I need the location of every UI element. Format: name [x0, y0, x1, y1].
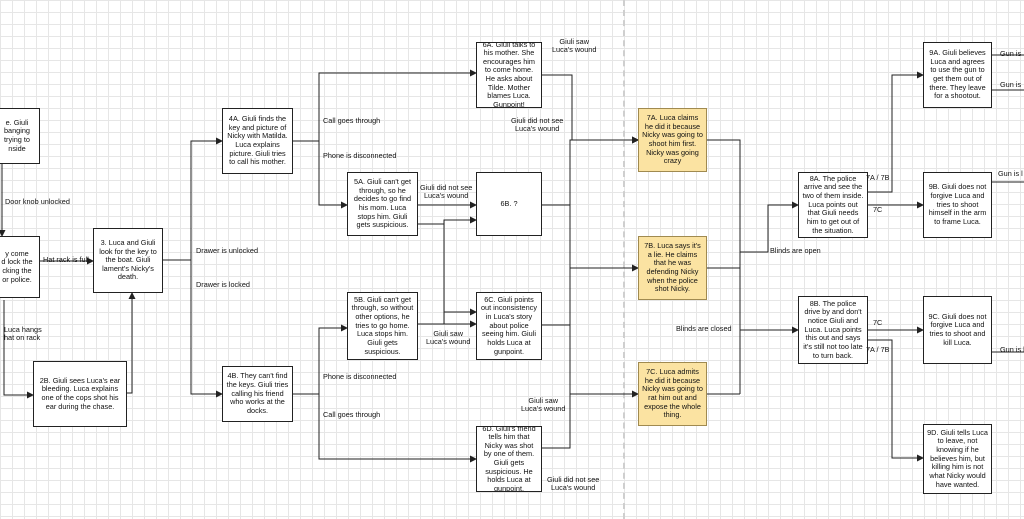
label-saw-wound-mid: Giuli saw Luca's wound [426, 329, 471, 347]
label-call-goes-through-bottom: Call goes through [323, 410, 381, 419]
edge-2b-3 [127, 292, 136, 394]
node-7a[interactable]: 7A. Luca claims he did it because Nicky … [638, 108, 707, 172]
label-phone-disconnected-top: Phone is disconnected [323, 151, 397, 160]
label-7a7b-top: 7A / 7B [866, 173, 890, 182]
node-9d[interactable]: 9D. Giuli tells Luca to leave, not knowi… [923, 424, 992, 494]
label-hat-rack-full: Hat rack is full [43, 255, 89, 264]
label-not-see-wound-2: Giuli did not see Luca's wound [420, 183, 473, 201]
edge-7a-bus [707, 139, 741, 394]
label-drawer-locked: Drawer is locked [196, 280, 250, 289]
edge-4a-5a [293, 140, 348, 209]
edge-open-8a [740, 201, 799, 253]
label-saw-wound-low: Giuli saw Luca's wound [521, 396, 566, 414]
label-call-goes-through-top: Call goes through [323, 116, 381, 125]
node-7c[interactable]: 7C. Luca admits he did it because Nicky … [638, 362, 707, 426]
label-drawer-unlocked: Drawer is unlocked [196, 246, 259, 255]
node-7b[interactable]: 7B. Luca says it's a lie. He claims that… [638, 236, 707, 300]
label-7c-bottom: 7C [873, 318, 883, 327]
node-6a[interactable]: 6A. Giuli talks to his mother. She encou… [476, 42, 542, 108]
node-5a[interactable]: 5A. Giuli can't get through, so he decid… [347, 172, 418, 236]
edge-1b-2b [3, 300, 34, 399]
label-not-see-wound-1: Giuli did not see Luca's wound [511, 116, 564, 134]
edge-5b-6b [418, 216, 477, 325]
node-6d[interactable]: 6D. Giuli's friend tells him that Nicky … [476, 426, 542, 492]
page-divider [623, 0, 625, 519]
label-gun-1: Gun is [1000, 49, 1022, 58]
label-7c-top: 7C [873, 205, 883, 214]
node-8a[interactable]: 8A. The police arrive and see the two of… [798, 172, 868, 238]
node-8b[interactable]: 8B. The police drive by and don't notice… [798, 296, 868, 364]
node-6c[interactable]: 6C. Giuli points out inconsistency in Lu… [476, 292, 542, 360]
node-2b[interactable]: 2B. Giuli sees Luca's ear bleeding. Luca… [33, 361, 127, 427]
label-blinds-closed: Blinds are closed [676, 324, 732, 333]
node-1b[interactable]: y come d lock the cking the or police. [0, 236, 40, 298]
node-5b[interactable]: 5B. Giuli can't get through, so without … [347, 292, 418, 360]
node-4b[interactable]: 4B. They can't find the keys. Giuli trie… [222, 366, 293, 422]
node-1[interactable]: e. Giuli banging trying to nside [0, 108, 40, 164]
node-4a[interactable]: 4A. Giuli finds the key and picture of N… [222, 108, 293, 174]
label-blinds-open: Blinds are open [770, 246, 821, 255]
label-not-see-wound-3: Giuli did not see Luca's wound [547, 475, 600, 493]
edge-8a-9a [868, 71, 924, 193]
node-9b[interactable]: 9B. Giuli does not forgive Luca and trie… [923, 172, 992, 238]
edge-4b-6d [293, 393, 477, 463]
node-3[interactable]: 3. Luca and Giuli look for the key to th… [93, 228, 163, 293]
label-phone-disconnected-bottom: Phone is disconnected [323, 372, 397, 381]
edge-6b-7a [542, 136, 639, 206]
label-7a7b-bottom: 7A / 7B [866, 345, 890, 354]
edge-5a-6c [418, 223, 477, 316]
edge-6d-7a [542, 136, 639, 449]
node-9c[interactable]: 9C. Giuli does not forgive Luca and trie… [923, 296, 992, 364]
node-9a[interactable]: 9A. Giuli believes Luca and agrees to us… [923, 42, 992, 108]
label-gun-3: Gun is l [998, 169, 1023, 178]
label-gun-2: Gun is [1000, 80, 1022, 89]
node-6b[interactable]: 6B. ? [476, 172, 542, 236]
label-luca-hangs-hat: Luca hangs hat on rack [4, 325, 42, 343]
edge-3-4a [163, 137, 223, 261]
label-saw-wound-top: Giuli saw Luca's wound [552, 37, 597, 55]
edge-6c-7c [542, 324, 639, 398]
edge-4b-5b [293, 324, 348, 395]
edge-3-4b [163, 259, 223, 398]
edge-4a-6a [293, 69, 477, 142]
label-gun-4: Gun is l [1000, 345, 1024, 354]
label-door-knob-unlocked: Door knob unlocked [5, 197, 70, 206]
edge-8b-9d [868, 339, 924, 462]
